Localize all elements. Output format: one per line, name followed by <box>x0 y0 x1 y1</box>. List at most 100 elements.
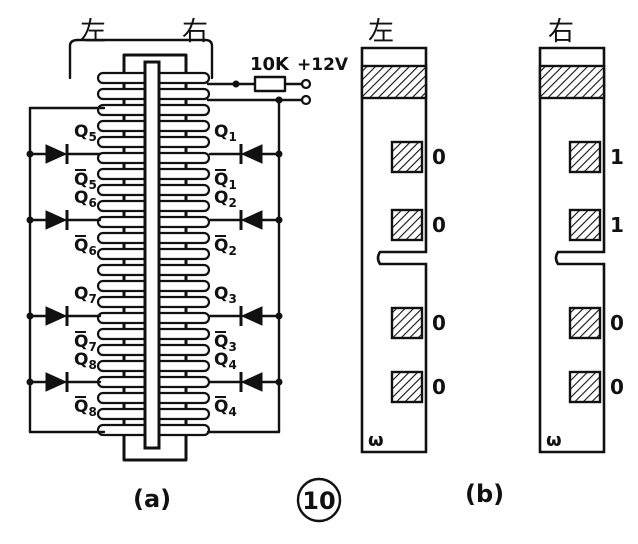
bit-value-label: 0 <box>610 311 624 335</box>
right-pin-label: Q1 <box>214 170 237 192</box>
junction-dot <box>26 378 34 386</box>
left-diode-icon <box>45 306 68 326</box>
bit-value-label: 1 <box>610 145 624 169</box>
connector-pin-right <box>153 231 211 245</box>
right-pin-label: Q4 <box>214 350 237 372</box>
connector-center-slot <box>143 60 161 450</box>
right-pin-label: Q2 <box>214 188 237 210</box>
panel-a-caption: (a) <box>133 485 171 513</box>
panel-b-caption: (b) <box>465 480 504 508</box>
bit-value-label: 1 <box>610 213 624 237</box>
connector-pin-left <box>96 71 152 85</box>
bit-value-label: 0 <box>432 145 446 169</box>
connector-pin-right <box>153 327 211 341</box>
bit-value-label: 0 <box>432 375 446 399</box>
connector-pin-right <box>153 263 211 277</box>
connector-pins <box>96 60 211 450</box>
right-diode-icon <box>240 306 263 326</box>
connector-pin-left <box>96 151 152 165</box>
connector-pin-right <box>153 423 211 437</box>
contact-pad <box>568 140 602 174</box>
contact-pad <box>568 306 602 340</box>
contact-pad <box>568 208 602 242</box>
connector-pin-right <box>153 279 211 293</box>
connector-pin-left <box>96 87 152 101</box>
bit-value-label: 0 <box>432 213 446 237</box>
connector-pin-left <box>96 423 152 437</box>
connector-pin-right <box>153 199 211 213</box>
connector-pin-right <box>153 119 211 133</box>
connector-pin-left <box>96 215 152 229</box>
left-pin-label: Q5 <box>74 122 97 144</box>
bit-value-label: 0 <box>610 375 624 399</box>
supply-terminal <box>300 78 312 90</box>
contact-pad <box>390 140 424 174</box>
connector-pin-right <box>153 103 211 117</box>
connector-pin-left <box>96 231 152 245</box>
connector-pin-right <box>153 311 211 325</box>
junction-dot <box>26 150 34 158</box>
connector-pin-right <box>153 343 211 357</box>
left-diode-icon <box>45 210 68 230</box>
connector-pin-left <box>96 359 152 373</box>
contact-pad <box>568 370 602 404</box>
strip-header-band <box>538 64 606 100</box>
left-diode-icon <box>45 372 68 392</box>
figure-number-badge: 10 <box>296 477 342 523</box>
connector-pin-right <box>153 375 211 389</box>
right-diode-icon <box>240 144 263 164</box>
connector-pin-right <box>153 215 211 229</box>
connector-pin-right <box>153 295 211 309</box>
connector-pin-left <box>96 183 152 197</box>
right-strip-title: 右 <box>548 17 574 47</box>
contact-pad <box>390 370 424 404</box>
resistor-value-label: 10K <box>250 54 290 75</box>
connector-pin-right <box>153 87 211 101</box>
connector-pin-left <box>96 295 152 309</box>
supply-voltage-label: +12V <box>297 55 349 75</box>
connector-pin-left <box>96 279 152 293</box>
junction-dot <box>275 312 283 320</box>
connector-pin-right <box>153 359 211 373</box>
strip-header-band <box>360 64 428 100</box>
junction-dot <box>275 216 283 224</box>
connector-pin-right <box>153 247 211 261</box>
junction-dot <box>275 96 283 104</box>
right-pin-label: Q3 <box>214 284 237 306</box>
right-diode-icon <box>240 372 263 392</box>
right-pin-label: Q2 <box>214 236 237 258</box>
connector-pin-right <box>153 167 211 181</box>
left-pin-label: Q6 <box>74 188 97 210</box>
supply-feed-wire <box>28 82 304 110</box>
bit-value-label: 0 <box>432 311 446 335</box>
panel-a-connector-diagram: 左 右 10K +12V Q5Q5Q6Q6Q7Q7Q8Q8Q1Q1Q2Q2Q3Q… <box>26 17 349 513</box>
junction-dot <box>26 216 34 224</box>
junction-dot <box>275 378 283 386</box>
junction-dot <box>26 312 34 320</box>
diode-array <box>26 144 283 392</box>
right-pin-label: Q3 <box>214 332 237 354</box>
header-right-label: 右 <box>182 17 208 47</box>
contact-pad <box>390 208 424 242</box>
left-pin-label: Q8 <box>74 397 97 419</box>
junction-dot <box>275 150 283 158</box>
connector-pin-left <box>96 391 152 405</box>
connector-pin-left <box>96 407 152 421</box>
connector-pin-right <box>153 135 211 149</box>
right-diode-icon <box>240 210 263 230</box>
connector-pin-left <box>96 327 152 341</box>
connector-pin-right <box>153 391 211 405</box>
connector-pin-left <box>96 119 152 133</box>
connector-pin-left <box>96 247 152 261</box>
connector-pin-left <box>96 103 152 117</box>
connector-pin-right <box>153 71 211 85</box>
connector-pin-right <box>153 407 211 421</box>
contact-pad <box>390 306 424 340</box>
left-diode-icon <box>45 144 68 164</box>
